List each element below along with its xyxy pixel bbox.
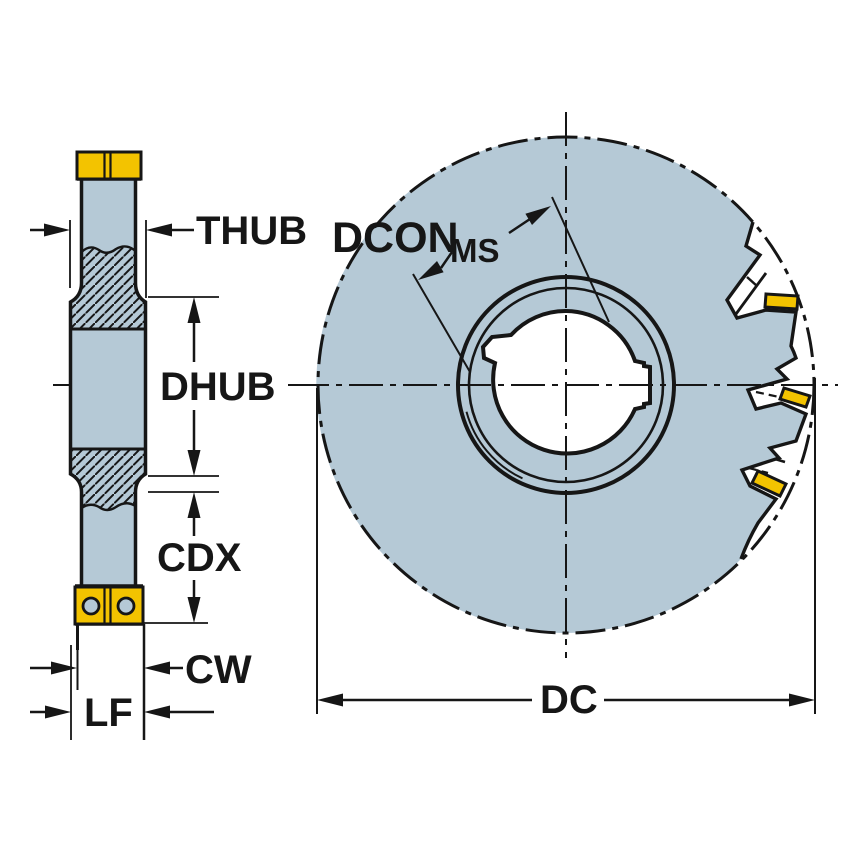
thub-label: THUB (196, 209, 307, 253)
dcon-label: DCON (332, 214, 459, 262)
dim-lf: LF (30, 691, 214, 735)
cw-label: CW (185, 648, 252, 692)
dc-arrow-right (789, 693, 815, 707)
tooth-zone-edge (724, 221, 809, 560)
lf-arrow-left (144, 705, 170, 719)
bottom-insert (73, 585, 145, 626)
dim-cw: CW (30, 648, 252, 692)
dc-label: DC (540, 678, 598, 722)
dim-dc: DC (316, 378, 816, 722)
dim-dcon: DCON MS (332, 196, 610, 373)
lf-label: LF (84, 691, 133, 735)
cdx-arrow-up (187, 492, 201, 518)
insert-screw (81, 596, 101, 616)
thub-arrow-right (44, 223, 70, 237)
cw-arrow-right (51, 661, 77, 675)
dcon-arrow-lower (418, 261, 444, 280)
lf-arrow-right (45, 705, 71, 719)
dhub-arrow-up (187, 297, 201, 323)
face-view: DCON MS DC (295, 112, 838, 722)
dcon-sub-label: MS (450, 232, 500, 269)
section-view: THUB DHUB CDX CW L (30, 150, 311, 740)
insert-tooth-upper (763, 292, 800, 311)
hub-section-hatching (70, 245, 146, 512)
face-inserts (749, 292, 812, 498)
top-insert (75, 150, 143, 181)
dc-arrow-left (317, 693, 343, 707)
dhub-label: DHUB (160, 365, 276, 409)
insert-screw (116, 596, 136, 616)
dim-dhub: DHUB (148, 296, 276, 477)
insert-tooth-lower (749, 469, 789, 498)
tooth-detail-lines (734, 272, 786, 475)
thub-arrow-left (146, 223, 172, 237)
insert-tooth-middle (778, 386, 812, 409)
hub-chamfer-arc (465, 411, 523, 480)
dim-cdx: CDX (143, 491, 242, 624)
dcon-arrow-upper (525, 206, 551, 225)
dhub-arrow-down (187, 450, 201, 476)
cdx-label: CDX (157, 536, 242, 580)
dim-thub: THUB (30, 209, 307, 298)
cdx-arrow-down (187, 597, 201, 623)
cw-arrow-left (144, 661, 170, 675)
